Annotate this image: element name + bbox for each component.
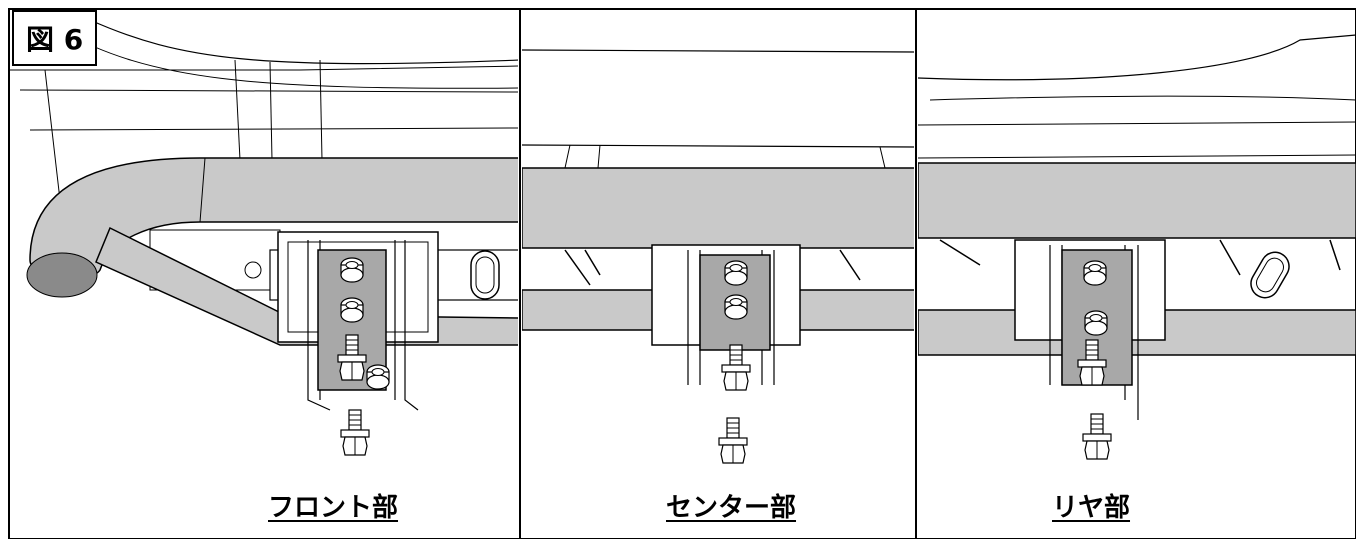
center-panel-drawing bbox=[522, 49, 914, 464]
figure-label: 図 6 bbox=[12, 10, 98, 66]
rear-panel-drawing bbox=[918, 34, 1356, 460]
front-section-caption: フロント部 bbox=[268, 493, 399, 523]
front-panel-drawing bbox=[10, 19, 518, 456]
rear-section-caption: リヤ部 bbox=[1052, 493, 1131, 523]
center-section-caption: センター部 bbox=[666, 493, 797, 523]
